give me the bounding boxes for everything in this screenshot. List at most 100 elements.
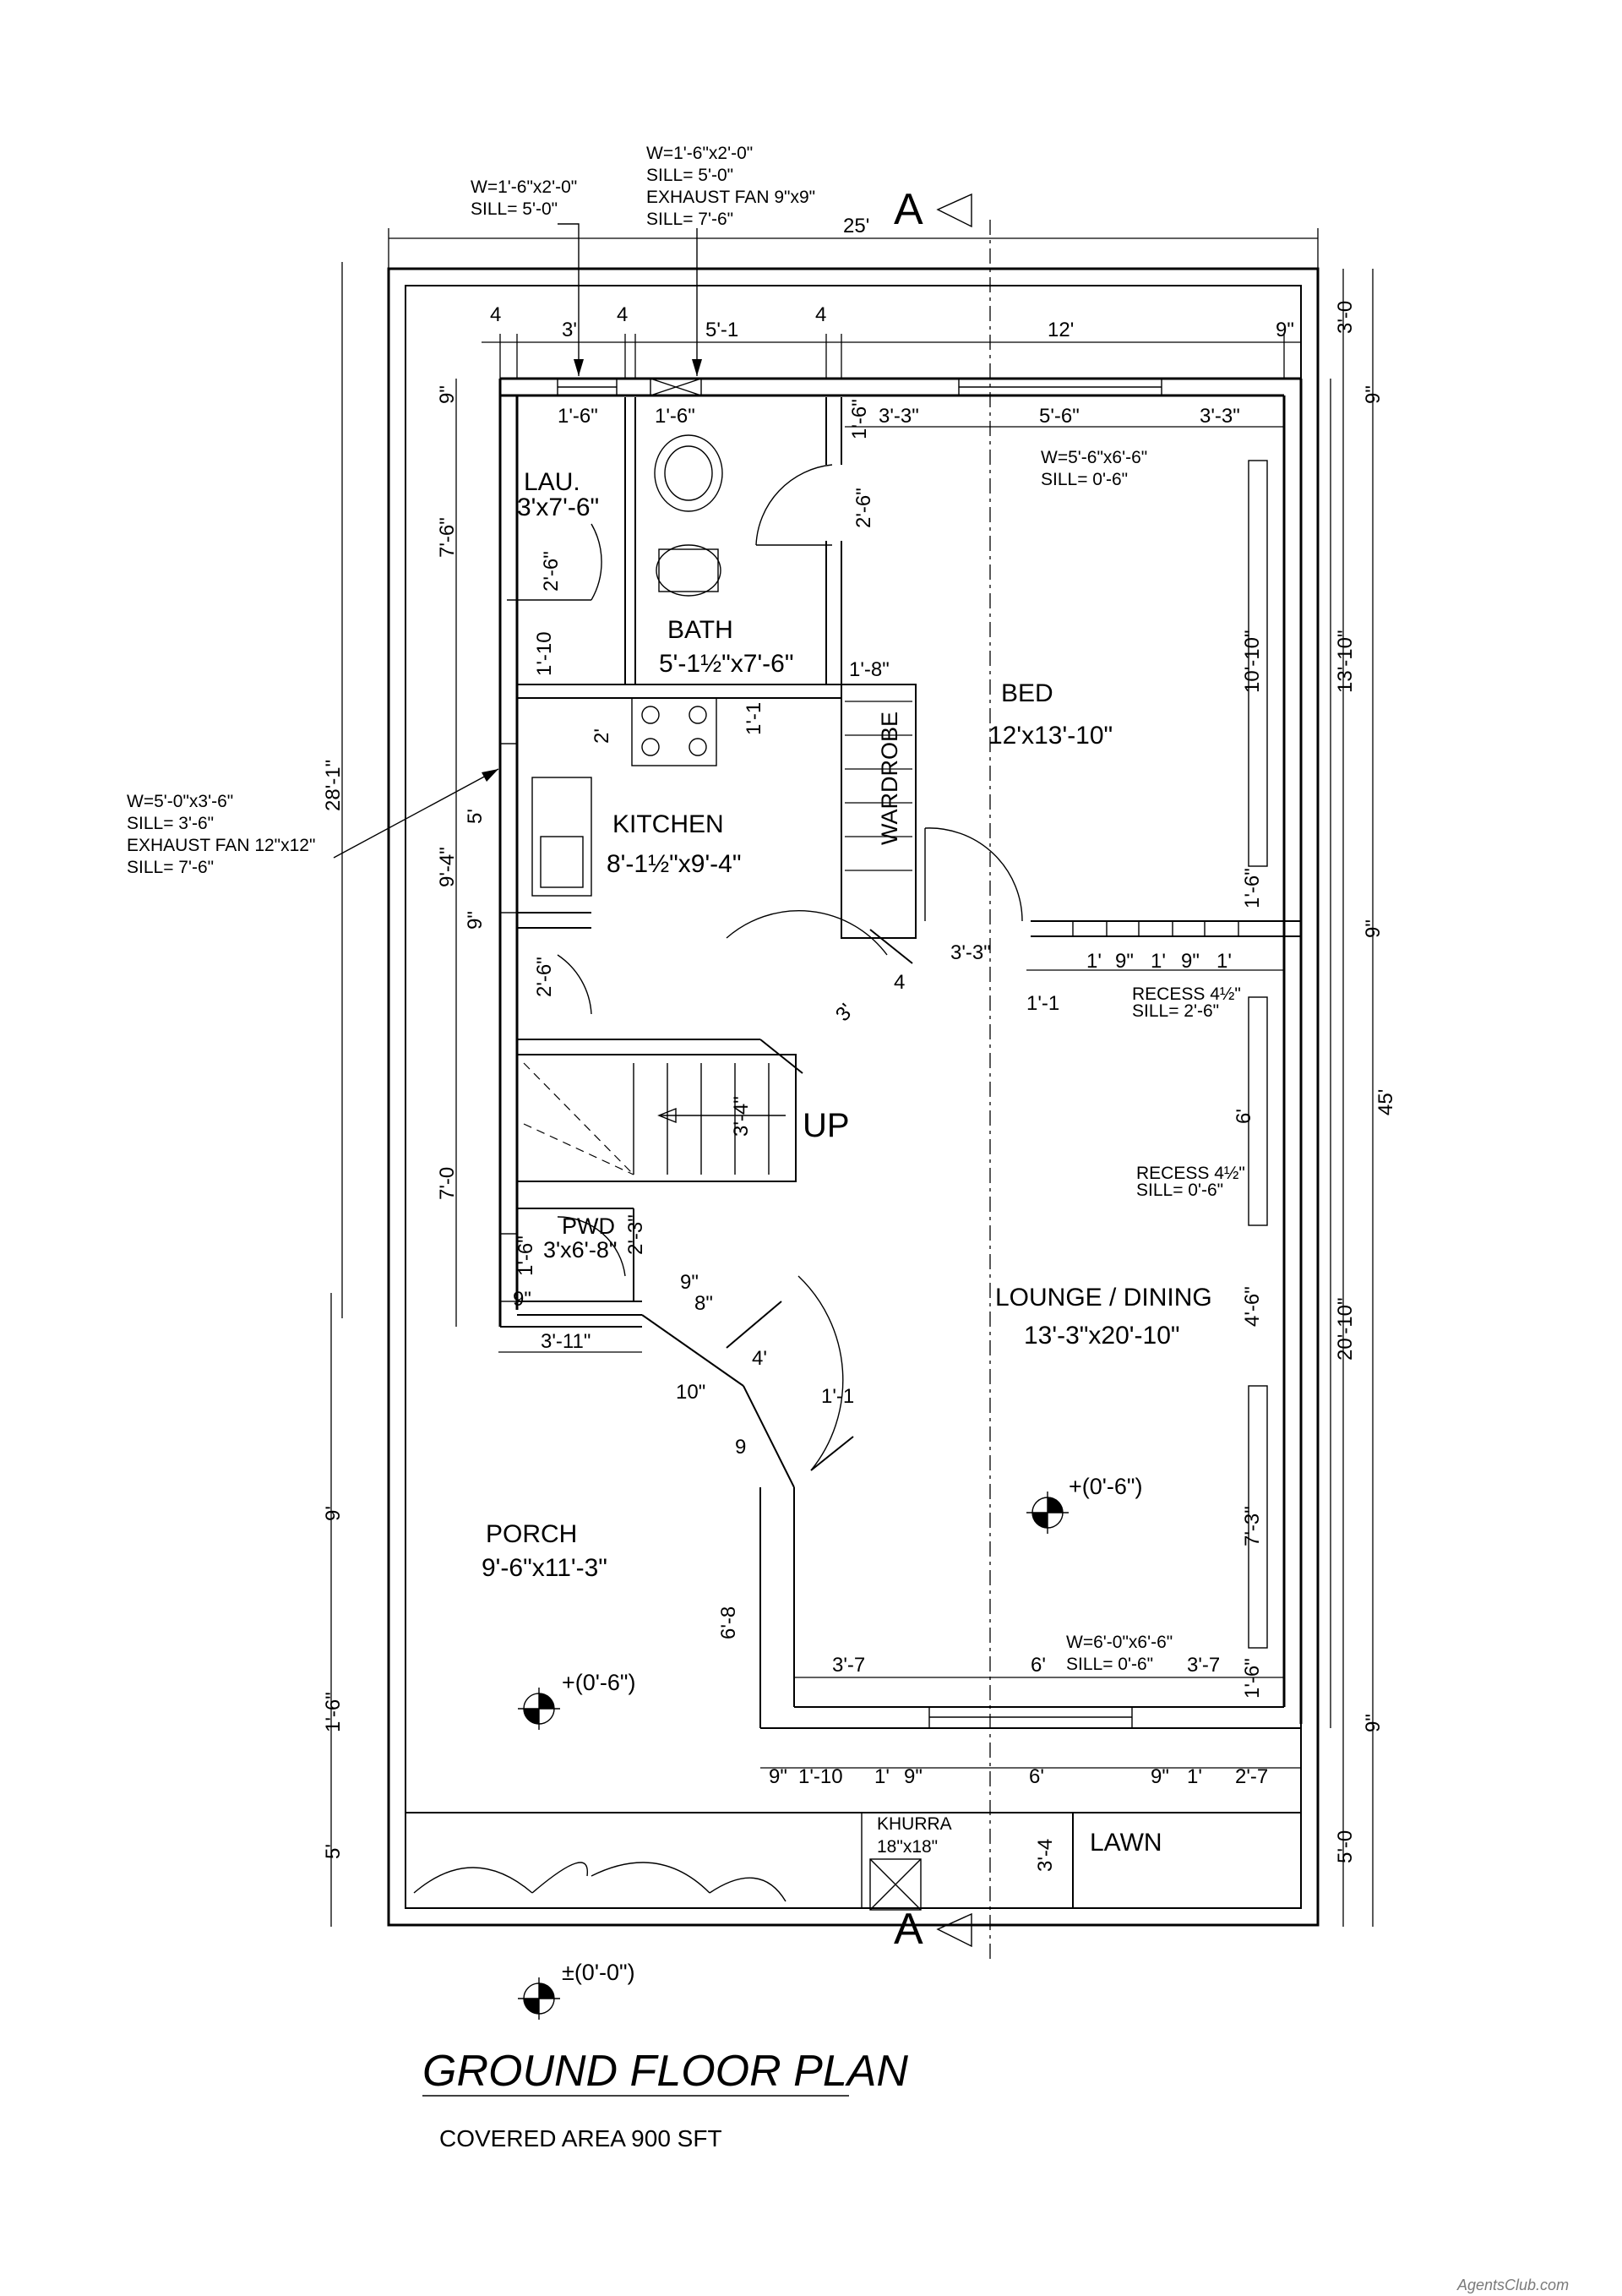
- dim-top-2: 5'-1: [705, 319, 738, 341]
- toilet-icon: [656, 544, 721, 597]
- kitchen-window-note-4: SILL= 7'-6": [127, 858, 214, 877]
- dim-left-8: 5': [322, 1844, 345, 1859]
- dim-left-4: 9": [464, 911, 487, 930]
- windows: [499, 378, 1268, 1729]
- dim-recess-6: 1': [1216, 950, 1232, 973]
- dim-recess-4: 1': [1151, 950, 1166, 973]
- room-labels: LAU. 3'x7'-6" BATH 5'-1½"x7'-6" BED 12'x…: [482, 468, 1212, 1857]
- dim-recess-1: 3'-3": [950, 941, 991, 964]
- pwd-size: 3'x6'-8": [543, 1237, 617, 1263]
- bath-window-note-4: SILL= 7'-6": [646, 210, 733, 229]
- dim-recess-7: 1'-1: [1026, 992, 1059, 1015]
- dim-right-2: 13'-10": [1334, 630, 1357, 693]
- lawn-label: LAWN: [1090, 1829, 1162, 1857]
- dim-bottom-3: 1': [874, 1765, 890, 1788]
- kitchen-size: 8'-1½"x9'-4": [607, 850, 742, 878]
- callout-notes: W=1'-6"x2'-0" SILL= 5'-0" W=1'-6"x2'-0" …: [127, 144, 1245, 1674]
- title-block: GROUND FLOOR PLAN COVERED AREA 900 SFT: [422, 2047, 908, 2151]
- dim-lobby-1: 3': [831, 1000, 858, 1026]
- recess-blocks: [1072, 920, 1239, 937]
- dim-door-2: 8": [694, 1292, 713, 1315]
- dim-left-depth: 28'-1": [322, 760, 345, 811]
- dim-kitchen-4: 2'-6": [533, 957, 556, 997]
- dim-door-3: 4': [752, 1347, 767, 1370]
- laundry-window-note-1: W=1'-6"x2'-0": [471, 177, 577, 197]
- dim-door-6: 1'-1: [821, 1385, 854, 1408]
- dim-top-frac-2: 4: [617, 303, 628, 326]
- khurra-box: [869, 1858, 922, 1911]
- dim-kitchen-3: 5': [464, 809, 487, 824]
- dim-lau-2: 1'-10: [533, 631, 556, 676]
- dim-overall-depth: 45': [1374, 1089, 1397, 1115]
- khurra-name: KHURRA: [877, 1814, 952, 1834]
- lounge-window-note-1: W=6'-0"x6'-6": [1066, 1633, 1173, 1652]
- wardrobe-label: WARDROBE: [877, 712, 902, 845]
- level-road: ±(0'-0"): [518, 1960, 635, 2020]
- dim-bottom-5: 6': [1029, 1765, 1044, 1788]
- dim-right-6: 5'-0: [1334, 1830, 1357, 1863]
- dim-door-1: 9": [680, 1271, 699, 1294]
- laundry-name: LAU.: [524, 468, 580, 496]
- dim-top-4: 9": [1276, 319, 1294, 341]
- dim-wardrobe-top: 1'-8": [849, 658, 890, 681]
- dim-lounge-right-4: 1'-6": [1241, 1658, 1264, 1699]
- bath-window-note-3: EXHAUST FAN 9"x9": [646, 188, 815, 207]
- dim-right-1: 9": [1362, 385, 1385, 404]
- plan-title: GROUND FLOOR PLAN: [422, 2047, 908, 2096]
- dim-recess-2: 1': [1086, 950, 1102, 973]
- dimension-text: 25' 45' 28'-1" 3' 5'-1 12' 9" 4 4 4 1'-6…: [322, 215, 1397, 1872]
- dim-bed-3: 5'-6": [1039, 405, 1080, 428]
- dim-bottom-1: 9": [769, 1765, 787, 1788]
- dim-pwd-1: 2'-3": [624, 1214, 647, 1255]
- dim-bottom-2: 1'-10: [798, 1765, 843, 1788]
- lounge-size: 13'-3"x20'-10": [1024, 1322, 1180, 1350]
- recess-1-note-1: RECESS 4½": [1132, 984, 1241, 1004]
- doors: [413, 464, 1023, 1902]
- level-road-text: ±(0'-0"): [562, 1960, 635, 1985]
- wash-basin-icon: [654, 434, 723, 512]
- dim-porch-side: 6'-8: [717, 1606, 740, 1639]
- dim-left-6: 9': [322, 1506, 345, 1521]
- level-porch: +(0'-6"): [518, 1670, 636, 1730]
- dim-bottom-4: 9": [904, 1765, 923, 1788]
- dim-bed-1: 1'-6": [848, 399, 871, 439]
- dim-bottom-8: 2'-7: [1235, 1765, 1268, 1788]
- dim-lounge-right-1: 6': [1233, 1109, 1255, 1124]
- level-lounge-text: +(0'-6"): [1069, 1474, 1143, 1499]
- dim-right-3: 9": [1362, 919, 1385, 938]
- porch-size: 9'-6"x11'-3": [482, 1554, 607, 1582]
- dim-bed-inner-1: 10'-10": [1241, 630, 1264, 693]
- laundry-window-note-2: SILL= 5'-0": [471, 199, 558, 219]
- dim-right-7: 3'-0: [1334, 301, 1357, 334]
- dim-overall-width: 25': [843, 215, 869, 237]
- kitchen-window-note-1: W=5'-0"x3'-6": [127, 792, 233, 811]
- level-markers: +(0'-6") +(0'-6") ±(0'-0"): [518, 1474, 1143, 2020]
- khurra-size: 18"x18": [877, 1837, 938, 1857]
- dim-left-2: 7'-6": [436, 517, 459, 558]
- section-mark-top: A: [894, 185, 923, 234]
- dim-lounge-right-2: 4'-6": [1241, 1286, 1264, 1327]
- dim-right-5: 9": [1362, 1714, 1385, 1732]
- section-line: A A: [894, 185, 991, 1961]
- dim-right-4: 20'-10": [1334, 1298, 1357, 1361]
- dim-top-3: 12': [1048, 319, 1074, 341]
- stair-treads: [523, 1062, 786, 1175]
- kitchen-window-note-2: SILL= 3'-6": [127, 814, 214, 833]
- kitchen-window-note-3: EXHAUST FAN 12"x12": [127, 836, 315, 855]
- bed-window-note-1: W=5'-6"x6'-6": [1041, 448, 1147, 467]
- dim-recess-5: 9": [1181, 950, 1200, 973]
- dim-recess-3: 9": [1115, 950, 1134, 973]
- dim-top-1: 3': [562, 319, 577, 341]
- kitchen-name: KITCHEN: [612, 810, 724, 838]
- level-porch-text: +(0'-6"): [562, 1670, 636, 1695]
- bed-size: 12'x13'-10": [988, 722, 1113, 750]
- dim-kitchen-1: 2': [591, 728, 613, 744]
- dim-lounge-bottom-3: 3'-7: [1187, 1654, 1220, 1677]
- dim-bottom-6: 9": [1151, 1765, 1169, 1788]
- sink-icon: [531, 777, 592, 897]
- dim-lounge-right-3: 7'-3": [1241, 1506, 1264, 1546]
- dim-lau-1: 2'-6": [540, 551, 563, 592]
- dim-bath-2: 1'-6": [655, 405, 695, 428]
- dim-bottom-7: 1': [1187, 1765, 1202, 1788]
- plan-subtitle: COVERED AREA 900 SFT: [439, 2125, 722, 2151]
